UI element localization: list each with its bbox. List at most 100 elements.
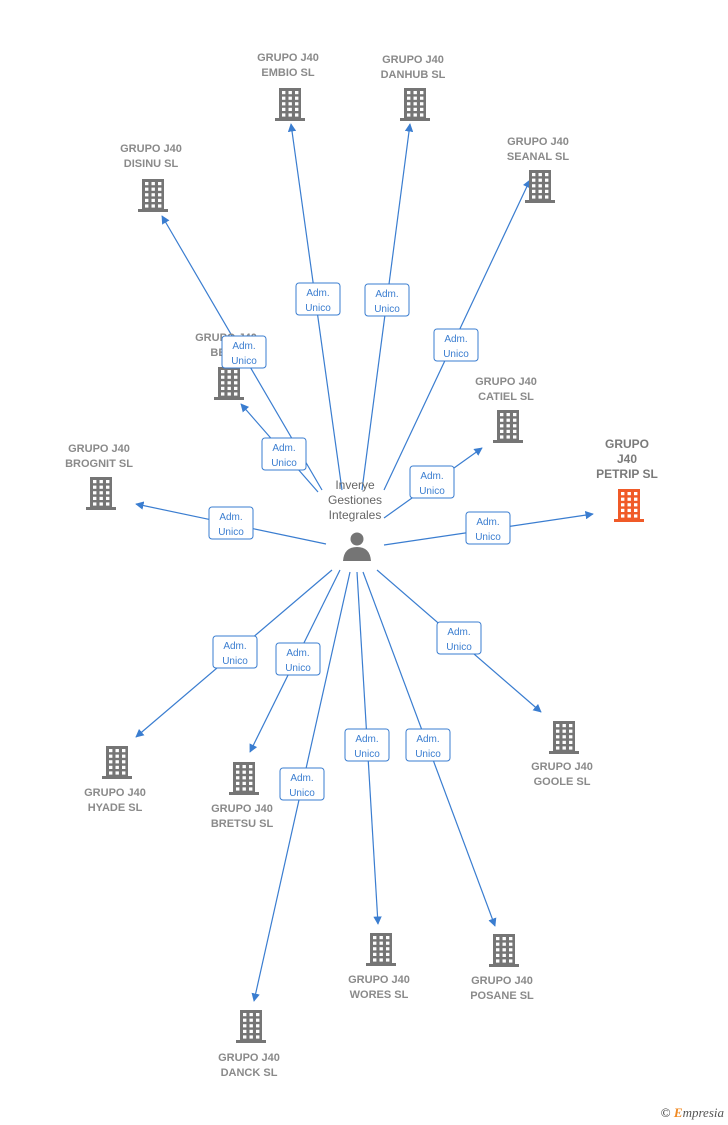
company-label-line: GRUPO J40	[382, 54, 444, 66]
building-icon	[525, 170, 555, 203]
edge-label-text: Unico	[354, 749, 380, 760]
center-label-line: Integrales	[329, 508, 382, 522]
company-label-line: GRUPO J40	[84, 787, 146, 799]
brand-rest: mpresia	[682, 1105, 724, 1120]
building-icon	[138, 179, 168, 212]
edge-label-text: Unico	[374, 304, 400, 315]
company-label-line: GRUPO J40	[211, 803, 273, 815]
edge-label-posane: Adm. Unico	[405, 728, 451, 762]
company-label-line: GRUPO J40	[120, 143, 182, 155]
edge-label-text: Adm.	[416, 734, 439, 745]
building-icon	[614, 489, 644, 522]
company-label-line: GRUPO J40	[257, 52, 319, 64]
edge-label-goole: Adm.Unico	[436, 621, 482, 655]
edge-label-text: Adm.	[219, 512, 242, 523]
building-icon	[493, 410, 523, 443]
building-icon	[102, 746, 132, 779]
edge-label-text: Adm.	[306, 288, 329, 299]
building-icon	[214, 367, 244, 400]
company-label-line: EMBIO SL	[261, 67, 314, 79]
person-icon	[343, 532, 371, 561]
edge-label-text: Unico	[419, 486, 445, 497]
edge-label-bretsu: Adm.Unico	[275, 642, 321, 676]
edge-label-text: Unico	[446, 642, 472, 653]
edge-label-embio: Adm. Unico	[295, 282, 341, 316]
edge-label-bera: Adm. Unico	[261, 437, 307, 471]
company-label-line: GRUPO J40	[471, 975, 533, 987]
company-label-line: BROGNIT SL	[65, 458, 133, 470]
edge-label-danck: Adm.Unico	[279, 767, 325, 801]
edge-label-text: Unico	[218, 527, 244, 538]
company-label-line: GRUPO J40	[531, 761, 593, 773]
company-label-line: HYADE SL	[88, 802, 143, 814]
company-label-line: CATIEL SL	[478, 391, 534, 403]
company-label-line: GRUPO J40	[68, 443, 130, 455]
center-label-line: Inverye	[335, 478, 375, 492]
company-label-line: GOOLE SL	[534, 776, 591, 788]
company-label-line: GRUPO J40	[218, 1052, 280, 1064]
edge-label-text: Adm.	[444, 334, 467, 345]
edge-label-text: Unico	[222, 656, 248, 667]
company-label-line: POSANE SL	[470, 990, 534, 1002]
building-icon	[236, 1010, 266, 1043]
edge-label-text: Unico	[285, 663, 311, 674]
company-label-line: GRUPO J40	[348, 974, 410, 986]
company-label-line: GRUPO	[605, 437, 649, 451]
edge-label-text: Unico	[415, 749, 441, 760]
edge-label-danhub: Adm.Unico	[364, 283, 410, 317]
edge-label-text: Adm.	[232, 341, 255, 352]
edge-label-text: Adm.	[290, 773, 313, 784]
edge-label-text: Unico	[271, 458, 297, 469]
edge-label-text: Adm.	[272, 443, 295, 454]
edge-label-text: Unico	[305, 303, 331, 314]
building-icon	[275, 88, 305, 121]
company-label-line: GRUPO J40	[475, 376, 537, 388]
center-label-line: Gestiones	[328, 493, 382, 507]
copyright-symbol: ©	[660, 1105, 671, 1120]
edge-label-text: Unico	[443, 349, 469, 360]
building-icon	[86, 477, 116, 510]
edge-label-petrip: Adm. Unico	[465, 511, 511, 545]
edge-label-text: Adm.	[476, 517, 499, 528]
edge-label-catiel: Adm.Unico	[409, 465, 455, 499]
company-label-line: GRUPO J40	[507, 136, 569, 148]
company-label-line: J40	[617, 452, 637, 466]
edge-label-text: Adm.	[223, 641, 246, 652]
company-label-line: SEANAL SL	[507, 151, 569, 163]
edge-label-text: Unico	[231, 356, 257, 367]
edge-label-hyade: Adm. Unico	[212, 635, 258, 669]
building-icon	[366, 933, 396, 966]
edge-label-text: Unico	[475, 532, 501, 543]
brand-initial: E	[673, 1105, 683, 1120]
company-label-line: DISINU SL	[124, 158, 179, 170]
company-label-line: DANHUB SL	[381, 69, 446, 81]
